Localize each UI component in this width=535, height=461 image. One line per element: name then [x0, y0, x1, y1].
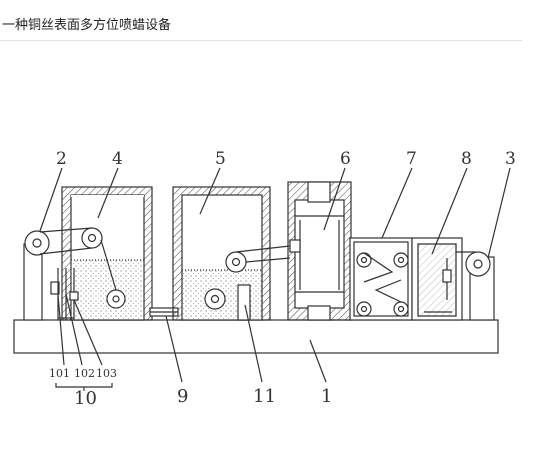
label-6: 6 [340, 149, 351, 169]
label-101: 101 [49, 367, 70, 380]
left-stand [23, 243, 43, 321]
label-5: 5 [215, 149, 226, 169]
heater-11 [237, 284, 251, 321]
label-10: 10 [74, 388, 97, 409]
bottom-labels: 10 9 11 1 [74, 386, 332, 409]
left-pulley [24, 230, 50, 256]
drying-box-7 [349, 237, 413, 321]
base-plate [13, 319, 499, 354]
label-11: 11 [253, 386, 276, 407]
right-pulley [465, 251, 491, 277]
title-bar: 一种铜丝表面多方位喷蜡设备 [0, 0, 522, 41]
label-7: 7 [406, 149, 417, 169]
label-2: 2 [56, 149, 67, 169]
label-9: 9 [177, 386, 188, 407]
label-1: 1 [321, 386, 332, 407]
page-title: 一种铜丝表面多方位喷蜡设备 [2, 18, 172, 33]
label-4: 4 [112, 149, 123, 169]
label-102: 102 [74, 367, 95, 380]
spray-chamber-6 [287, 181, 352, 321]
cooling-box-8 [411, 237, 463, 321]
sub-callouts: 101 102 103 [49, 367, 117, 380]
callout-labels: 2 4 5 6 7 8 3 [56, 149, 516, 169]
label-103: 103 [96, 367, 117, 380]
label-8: 8 [461, 149, 472, 169]
label-3: 3 [505, 149, 516, 169]
